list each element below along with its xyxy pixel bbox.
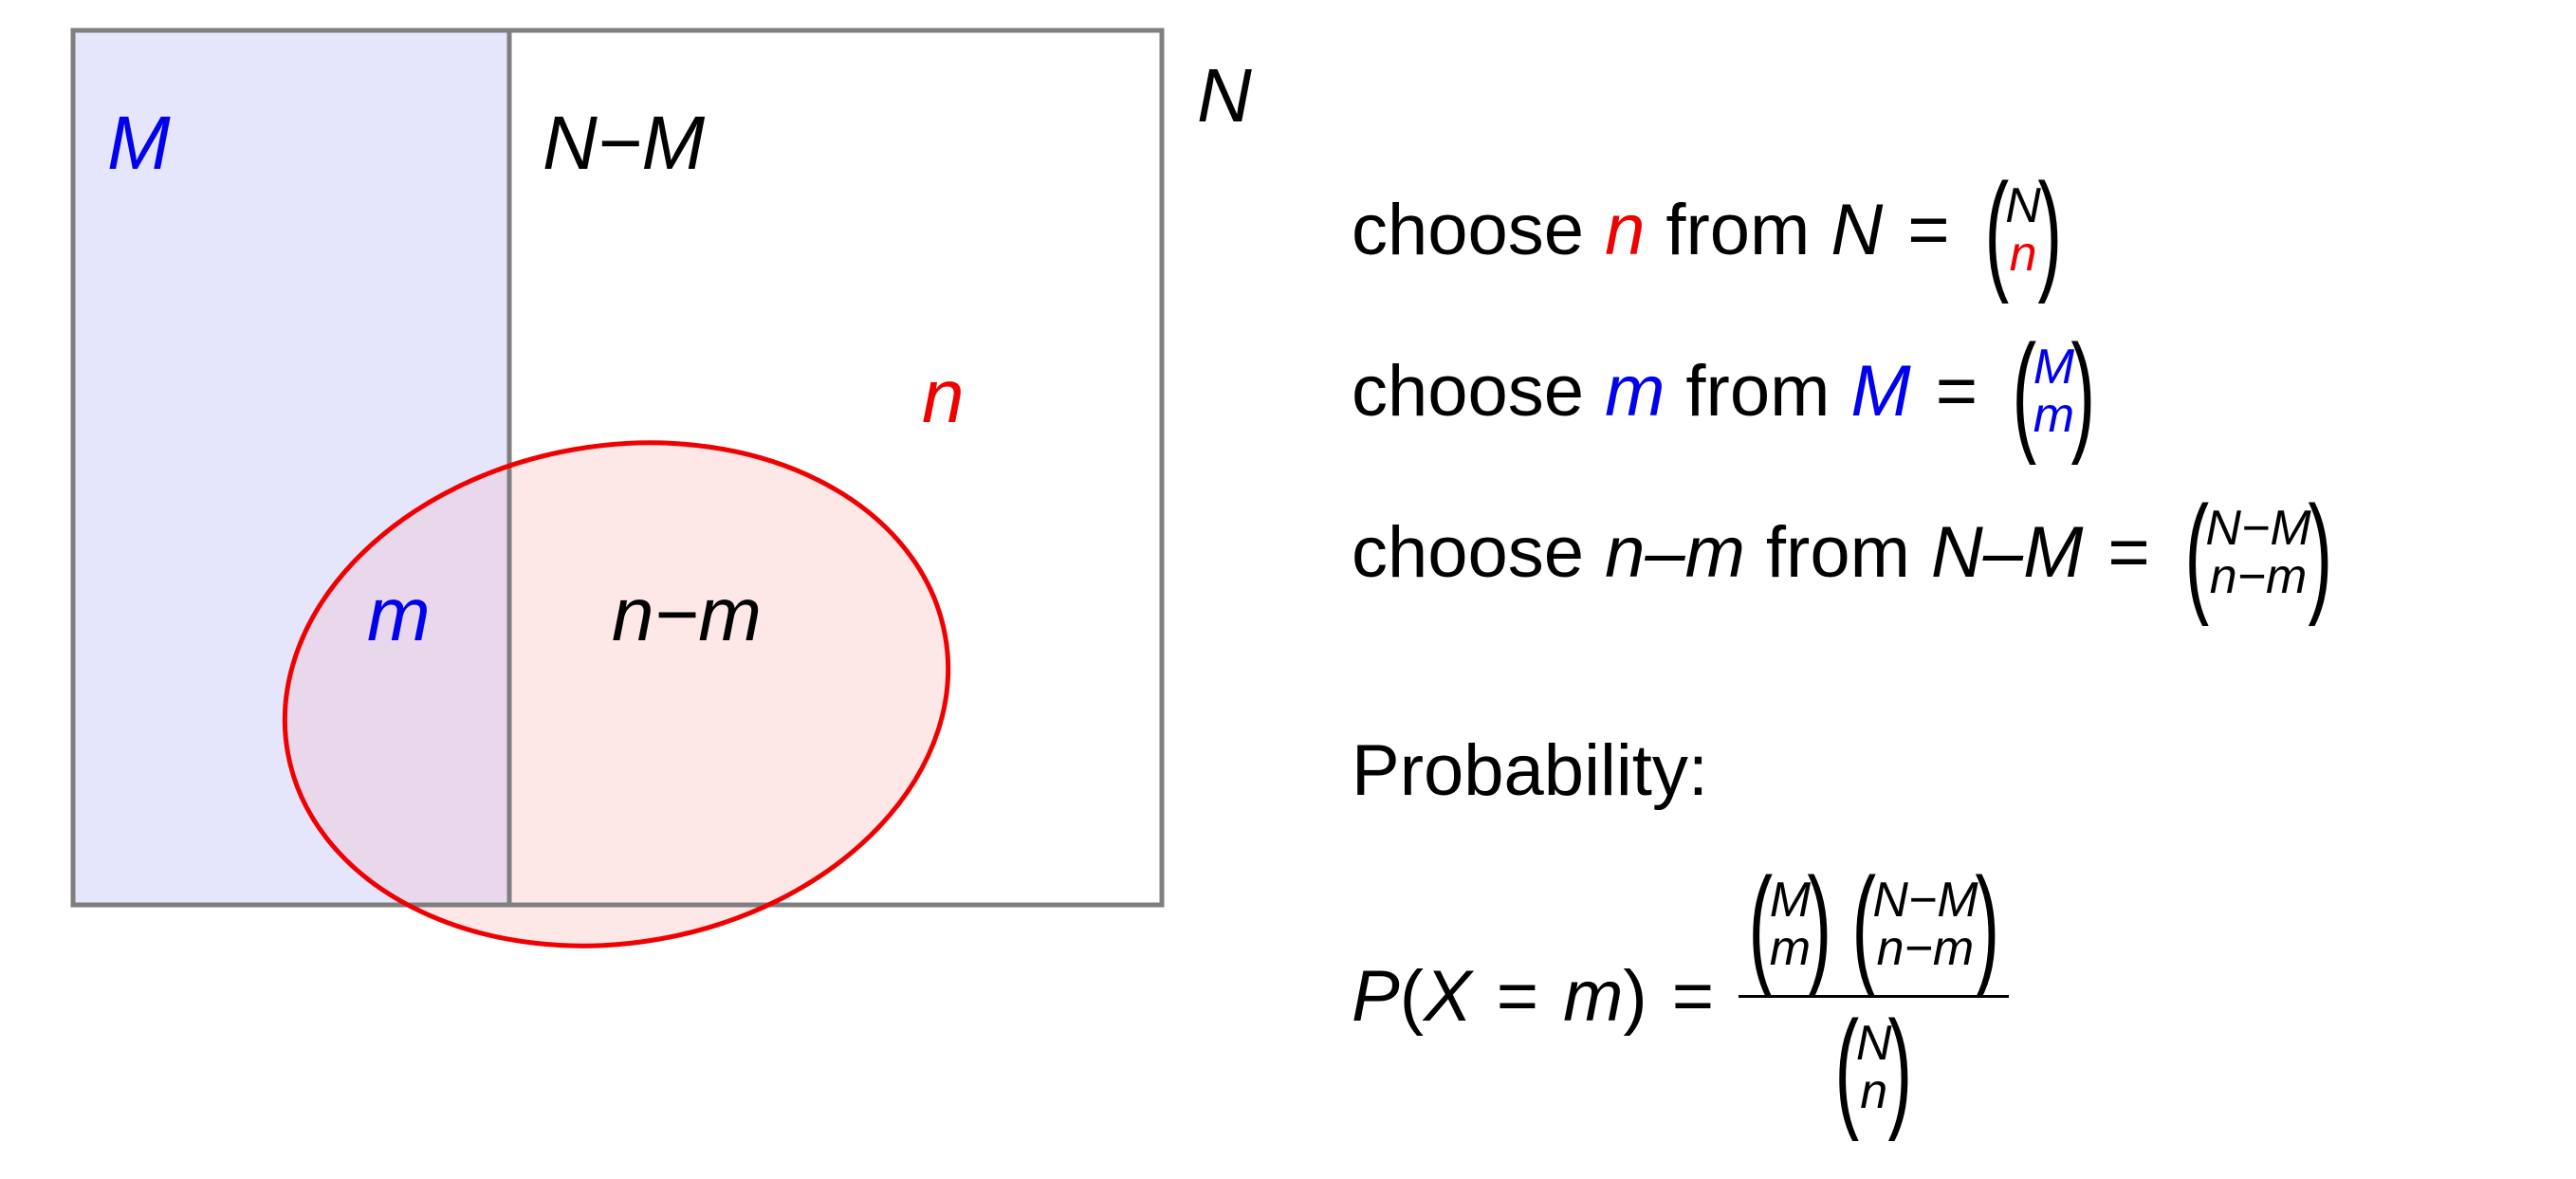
binom-bottom: m <box>2033 388 2075 443</box>
set-M: M <box>1850 351 1911 432</box>
word-from: from <box>1765 512 1910 593</box>
formula-equals: = <box>1671 955 1715 1037</box>
binom-top: N−M <box>1872 873 1978 929</box>
binom-top: M <box>1769 873 1812 929</box>
set-N: N <box>1831 190 1884 270</box>
set-n-ellipse-outline <box>282 440 951 949</box>
probability-label: Probability: <box>1352 730 1708 811</box>
binom-top: N <box>2005 178 2041 234</box>
universe-N-box <box>70 28 1165 908</box>
var-n: n <box>1605 190 1646 270</box>
equals-sign: = <box>1907 190 1950 270</box>
var-n-minus-m: n–m <box>1605 512 1745 593</box>
formula-P: P <box>1352 955 1400 1037</box>
label-m: m <box>367 572 431 656</box>
binom-bottom: m <box>1769 921 1812 976</box>
binom-bottom: n−m <box>1876 921 1975 976</box>
equals-sign: = <box>1935 351 1978 432</box>
binom-top: N <box>1855 1016 1892 1072</box>
binom-top: N−M <box>2205 501 2311 557</box>
formula-m: m <box>1563 955 1624 1037</box>
binom-top: M <box>2033 340 2075 396</box>
binom-bottom: n <box>2009 227 2037 282</box>
binom-bottom: n−m <box>2209 549 2308 604</box>
overlap-region <box>285 442 509 905</box>
fraction-bar <box>1739 995 2010 998</box>
word-choose: choose <box>1352 512 1585 593</box>
label-N-minus-M: N−M <box>543 101 705 185</box>
word-choose: choose <box>1352 190 1585 270</box>
venn-diagram: M N−M N n m n−m <box>70 28 1252 949</box>
word-choose: choose <box>1352 351 1585 432</box>
binom-bottom: n <box>1860 1064 1888 1119</box>
label-n-minus-m: n−m <box>612 572 762 656</box>
label-M: M <box>107 101 171 185</box>
equals-sign: = <box>2107 512 2150 593</box>
word-from: from <box>1665 190 1811 270</box>
var-m: m <box>1605 351 1665 432</box>
word-from: from <box>1685 351 1831 432</box>
label-N: N <box>1197 53 1252 138</box>
formula-inner-equals: = <box>1496 955 1539 1037</box>
label-n: n <box>922 354 965 438</box>
formula-X: X <box>1424 955 1472 1037</box>
set-N-minus-M: N–M <box>1930 512 2084 593</box>
